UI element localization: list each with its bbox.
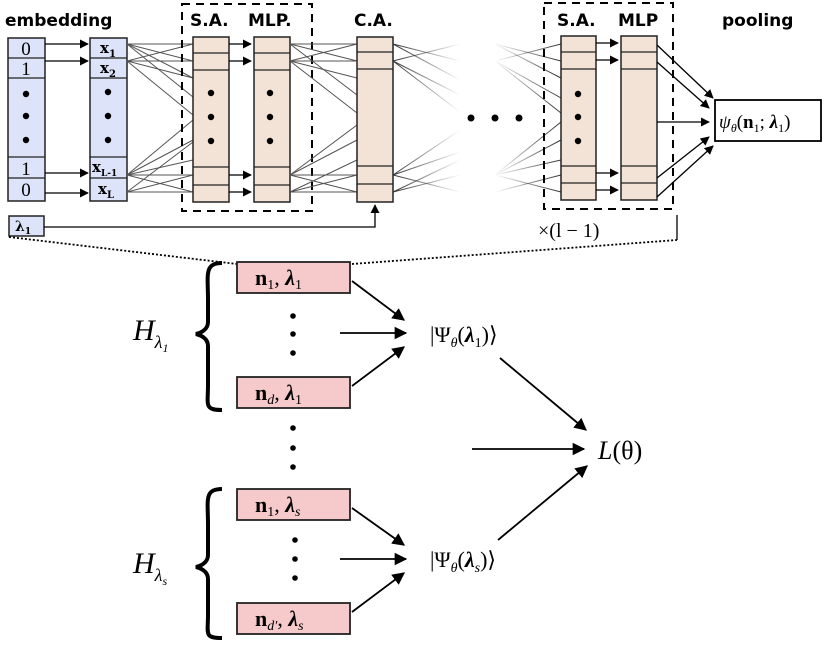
fading-connections-left: [392, 43, 461, 193]
config-label-first: n1, λs: [255, 492, 301, 520]
ellipsis-dot: [207, 113, 215, 121]
pooling-arrows: [656, 44, 714, 198]
config-label-first: n1, λ1: [255, 265, 302, 293]
output-expression: ψθ(n1; λ1): [719, 112, 790, 135]
state-to-loss-arrows: [472, 357, 588, 541]
input-cell-1: 0: [21, 39, 31, 60]
config-box-last: [236, 376, 351, 409]
lambda-to-ca-arrow: [44, 204, 380, 228]
embedding-arrows: [45, 39, 89, 198]
self-attention-column-1: [192, 36, 230, 203]
config-label-last: nd′, λs: [255, 606, 304, 634]
state-label-s: |Ψθ(λs)⟩: [430, 547, 496, 576]
mlp-column-2: [620, 35, 658, 201]
loss-label: L(θ): [597, 436, 642, 465]
config-to-state-arrows-1: [340, 280, 408, 387]
curly-brace: [195, 487, 223, 640]
embedding-column: x1 x2 xL-1 xL: [89, 37, 128, 202]
ellipsis-dot: [292, 537, 298, 543]
ellipsis-dot: [104, 112, 112, 120]
ellipsis-dot: [22, 112, 30, 120]
transformer-block-repeat-boundary: [543, 2, 674, 210]
header-embedding: embedding: [5, 11, 112, 31]
ellipsis-dot: [290, 331, 296, 337]
curly-brace: [195, 261, 223, 412]
groups-ellipsis: [290, 425, 296, 470]
config-box-first: [236, 488, 351, 521]
embedding-cell-1: x1: [100, 39, 116, 60]
embedding-cell-2: x2: [100, 59, 116, 80]
cross-attention-column: [356, 36, 394, 203]
ellipsis-dot: [290, 350, 296, 356]
lambda-input: λ1: [8, 204, 380, 237]
mlp-column-1: [253, 36, 291, 203]
header-mlp-2: MLP: [618, 11, 658, 31]
fading-connections-right: [494, 43, 562, 193]
ellipsis-dot: [574, 137, 582, 145]
cross-attention-connections: [289, 43, 358, 193]
wavefunction-output: ψθ(n1; λ1): [714, 99, 822, 142]
header-mlp-1: MLP.: [248, 11, 292, 31]
layers-ellipsis: [467, 114, 523, 122]
header-self-attention-2: S.A.: [557, 11, 596, 31]
ellipsis-dot: [266, 89, 274, 97]
hilbert-space-label-1: Hλ1: [132, 314, 168, 355]
ellipsis-dot: [104, 136, 112, 144]
sa-to-mlp-arrows-2: [596, 38, 619, 195]
ellipsis-dot: [292, 575, 298, 581]
repeat-count-label: ×(l − 1): [538, 220, 599, 242]
config-label-last: nd, λ1: [255, 380, 302, 408]
input-cell-L: 0: [21, 180, 31, 201]
lambda-input-label: λ1: [15, 219, 31, 237]
hilbert-group-1: Hλ1 n1, λ1 nd, λ1 |Ψθ(λ1)⟩: [132, 261, 498, 412]
config-box-last: [236, 602, 351, 635]
ellipsis-dot: [104, 88, 112, 96]
loss-node: L(θ): [472, 357, 642, 541]
ellipsis-dot: [574, 113, 582, 121]
input-column: 0 1 1 0: [7, 37, 46, 202]
attention-connections-1: [126, 43, 194, 193]
ellipsis-dot: [22, 136, 30, 144]
sa-to-mlp-arrows-1: [229, 39, 252, 197]
input-cell-2: 1: [21, 59, 31, 80]
embedding-cell-L: xL: [98, 180, 114, 201]
ellipsis-dot: [574, 90, 582, 98]
ellipsis-dot: [292, 556, 298, 562]
config-to-state-arrows-s: [340, 507, 408, 613]
config-box-first: [236, 261, 351, 294]
ellipsis-dot: [207, 137, 215, 145]
ellipsis-dot: [266, 137, 274, 145]
ellipsis-dot: [266, 113, 274, 121]
ellipsis-dot: [207, 89, 215, 97]
embedding-cell-L-1: xL-1: [92, 158, 117, 179]
self-attention-column-2: [560, 35, 597, 201]
ellipsis-dot: [290, 313, 296, 319]
state-label-1: |Ψθ(λ1)⟩: [430, 322, 498, 351]
hilbert-group-s: Hλs n1, λs nd′, λs |Ψθ(λs)⟩: [132, 487, 496, 640]
ellipsis-dot: [22, 90, 30, 98]
header-cross-attention: C.A.: [354, 11, 393, 31]
hilbert-space-label-s: Hλs: [132, 547, 167, 588]
header-pooling: pooling: [722, 11, 793, 31]
input-cell-L-1: 1: [21, 159, 31, 180]
header-self-attention-1: S.A.: [190, 11, 229, 31]
